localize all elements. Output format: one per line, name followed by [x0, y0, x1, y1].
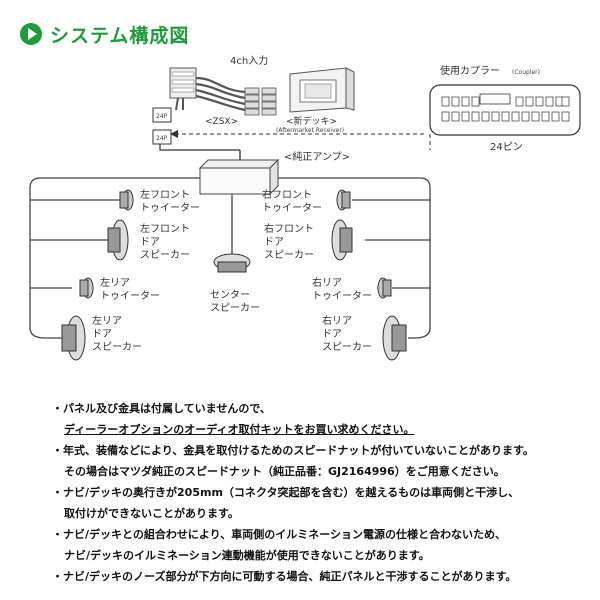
note-5: ・ナビ/デッキのノーズ部分が下方向に可動する場合、純正パネルと干渉することがあり…	[52, 570, 517, 583]
speaker-left-rear-tweeter	[79, 277, 94, 299]
speaker-left-front-tweeter	[119, 189, 134, 211]
section-header: システム構成図	[20, 20, 189, 48]
label-left-front-tweeter: 左フロント トゥイーター	[140, 188, 200, 214]
label-24p-b: 24P	[156, 135, 168, 142]
connector-24p: 24P 24P	[152, 107, 240, 151]
label-left-rear-door: 左リア ドア スピーカー	[92, 314, 142, 353]
rca-plugs	[244, 87, 277, 116]
amp-label: <純正アンプ>	[284, 150, 350, 163]
coupler-title: 使用カプラー	[440, 64, 500, 77]
page-title: システム構成図	[50, 24, 190, 47]
label-zsx: <ZSX>	[205, 117, 238, 127]
speaker-right-rear-tweeter	[377, 277, 392, 299]
label-right-front-door: 右フロント ドア スピーカー	[264, 222, 317, 261]
notes-section: ・パネル及び金具は付属していませんので、 ディーラーオプションのオーディオ取付キ…	[52, 398, 582, 587]
note-1a: ・パネル及び金具は付属していませんので、	[52, 402, 271, 415]
note-2a: ・年式、装備などにより、金具を取付けるためのスピードナットが付いていないことがあ…	[52, 444, 534, 457]
label-new-deck: <新デッキ>	[286, 115, 337, 127]
coupler-24pin	[429, 84, 581, 136]
label-left-rear-tweeter: 左リア トゥイーター	[100, 276, 160, 302]
note-4b: ナビ/デッキのイルミネーション連動機能が使用できないことがあります。	[64, 549, 430, 562]
zsx-harness	[169, 67, 246, 112]
speaker-right-front-door	[331, 219, 353, 261]
label-center: センター スピーカー	[210, 289, 260, 314]
label-right-rear-tweeter: 右リア トゥイーター	[312, 276, 372, 302]
new-deck	[289, 67, 355, 113]
speaker-left-rear-door	[61, 315, 86, 361]
label-left-front-door: 左フロント ドア スピーカー	[140, 222, 193, 261]
speaker-left-front-door	[107, 219, 129, 261]
speaker-right-rear-door	[382, 315, 407, 361]
note-3a: ・ナビ/デッキの奥行きが205mm（コネクタ突起部を含む）を越えるものは車両側と…	[52, 486, 520, 499]
note-3b: 取付けができないことがあります。	[64, 507, 239, 520]
speaker-center	[213, 253, 251, 273]
coupler-sub: (Coupler)	[512, 69, 540, 76]
coupler-pins-label: 24ピン	[490, 141, 523, 153]
label-right-front-tweeter: 右フロント トゥイーター	[262, 188, 322, 214]
note-4a: ・ナビ/デッキとの組合わせにより、車両側のイルミネーション電源の仕様と合わないた…	[52, 528, 507, 541]
label-aftermarket: (Aftermarket Receiver)	[276, 127, 344, 134]
factory-amp	[198, 150, 280, 196]
note-2b: その場合はマツダ純正のスピードナット（純正品番：GJ2164996）をご用意くだ…	[64, 465, 505, 478]
label-24p-a: 24P	[156, 113, 168, 120]
label-right-rear-door: 右リア ドア スピーカー	[322, 314, 372, 353]
note-1b: ディーラーオプションのオーディオ取付キットをお買い求めください。	[64, 423, 415, 436]
play-icon	[20, 23, 42, 45]
speaker-right-front-tweeter	[336, 189, 351, 211]
system-diagram: 4ch入力 <ZSX> <新デッキ> (Aftermarket Receiver…	[29, 54, 581, 361]
speaker-wiring	[29, 177, 431, 339]
label-4ch-input: 4ch入力	[230, 54, 268, 67]
